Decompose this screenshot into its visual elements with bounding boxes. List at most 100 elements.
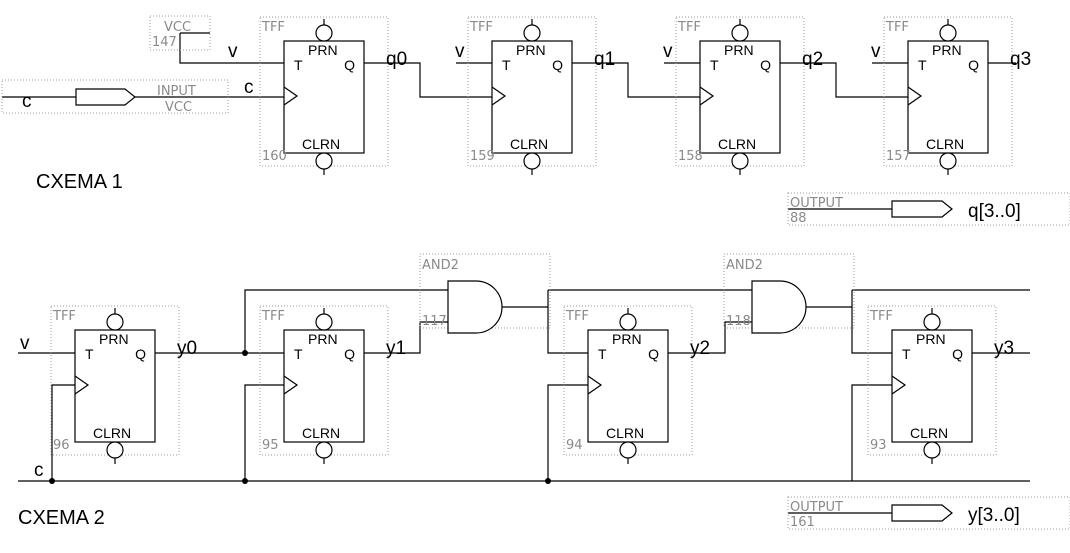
schema2-clk-0 (51, 384, 75, 481)
schema2-tff-2-prn-bubble (619, 313, 637, 331)
schema1-tff-3-type: TFF (885, 20, 909, 35)
schema1-tff-0-q-net: q0 (386, 49, 407, 70)
schema2-title: CXEMA 2 (18, 507, 105, 529)
input-pin-arrow (75, 88, 136, 106)
schema2-and2-1-id: 118 (726, 314, 751, 329)
schema2-tff-3-q-label: Q (952, 346, 963, 362)
schema2-tff-1-clrn-label: CLRN (302, 425, 340, 441)
schema2-tff-3-type: TFF (869, 309, 893, 324)
schema2-tff-1-clock-marker (283, 375, 299, 395)
schema1-tff-2-id: 158 (678, 149, 703, 164)
schema2-tff-0-id: 96 (53, 438, 70, 453)
schema2-tff-3-clrn-bubble (923, 441, 941, 459)
schema2-tff-2-clrn-label: CLRN (606, 425, 644, 441)
schema1-q-wire-2 (780, 62, 908, 98)
schema1-q-wire-1 (572, 62, 700, 98)
schema2-and2-1-type: AND2 (726, 258, 763, 273)
schema1-tff-0-prn-label: PRN (308, 42, 338, 58)
schema1-v-net-1: v (455, 41, 465, 62)
schema1-tff-2-type: TFF (677, 20, 701, 35)
schema1-tff-1-prn-bubble (523, 24, 541, 42)
schema2-tff-3-prn-label: PRN (916, 331, 946, 347)
schema2-tff-2-q-label: Q (648, 346, 659, 362)
schema2-tff-1-prn-bubble (315, 313, 333, 331)
schema2-tff-0-prn-bubble (106, 313, 124, 331)
schema2-tff-0-q-label: Q (135, 346, 146, 362)
schema1-tff-3-q-net: q3 (1010, 49, 1031, 70)
schema2-clk-3 (851, 384, 892, 481)
schema2-tff-3-id: 93 (870, 438, 887, 453)
schema1-tff-3-clrn-label: CLRN (926, 136, 964, 152)
schema1-tff-3-clock-marker (907, 86, 923, 106)
schema1-tff-3-t-label: T (918, 57, 927, 73)
schema2-tff-2-type: TFF (565, 309, 589, 324)
schema1-tff-1-prn-label: PRN (516, 42, 546, 58)
schema1-tff-1-q-net: q1 (594, 49, 615, 70)
junction-dot-3 (545, 478, 551, 484)
output2-label: OUTPUT (790, 500, 843, 515)
schema1-tff-0-clock-marker (283, 86, 299, 106)
schema2-and0-to-t2 (547, 290, 588, 354)
schema1-v-net-2: v (663, 41, 673, 62)
vcc-symbol-id: 147 (152, 35, 177, 50)
schema2-c-label: c (34, 460, 44, 481)
schema1-q-wire-0 (364, 62, 492, 98)
input-net-label: c (244, 77, 254, 98)
schema1-v-net-3: v (871, 41, 881, 62)
schema2-tff-1-frame (259, 305, 389, 456)
schema1-tff-2-clrn-label: CLRN (718, 136, 756, 152)
schema2-tff-3-clrn-label: CLRN (910, 425, 948, 441)
schema2-tff-2-body (587, 329, 669, 443)
input-pin-frame (1, 79, 229, 114)
schema2-tff-2-frame (563, 305, 693, 456)
schema1-tff-0-clrn-label: CLRN (302, 136, 340, 152)
schema2-tff-0-clock-marker (74, 375, 90, 395)
schema1-tff-2-prn-bubble (731, 24, 749, 42)
schema2-and2-0-body (447, 280, 503, 334)
schema2-tff-3-q-net: y3 (994, 338, 1014, 359)
schema2-tff-1-q-net: y1 (386, 338, 406, 359)
schema2-tff-1-q-label: Q (344, 346, 355, 362)
schema2-tff-0-clrn-label: CLRN (93, 425, 131, 441)
schema1-tff-2-t-label: T (710, 57, 719, 73)
output1-label: OUTPUT (790, 196, 843, 211)
schema2-clk-1 (244, 384, 284, 481)
output2-arrow (891, 504, 953, 522)
schema2-tff-0-frame (50, 305, 180, 456)
output1-name: q[3..0] (968, 201, 1021, 222)
schema1-tff-1-clrn-bubble (523, 152, 541, 170)
schema1-tff-2-q-label: Q (760, 57, 771, 73)
schema1-tff-1-frame (467, 16, 597, 167)
schema2-and2-1-body (751, 280, 807, 334)
schema2-tff-2-q-net: y2 (690, 338, 710, 359)
schema2-tff-1-id: 95 (262, 438, 279, 453)
schema1-v-net-0: v (228, 41, 238, 62)
schema2-tff-2-clock-marker (587, 375, 603, 395)
schema1-tff-0-type: TFF (261, 20, 285, 35)
input-pin-label: INPUT (157, 84, 196, 99)
output1-id: 88 (790, 211, 807, 226)
schema2-tff-0-clrn-bubble (106, 441, 124, 459)
schema1-tff-0-t-label: T (294, 57, 303, 73)
vcc-symbol-label: VCC (164, 20, 191, 35)
junction-dot-1 (49, 478, 55, 484)
schema2-tff-0-q-net: y0 (177, 338, 197, 359)
schema2-clk-2 (547, 384, 588, 481)
input-pin-default: VCC (165, 100, 192, 115)
schema2-tff-3-clock-marker (891, 375, 907, 395)
schema2-tff-1-t-label: T (294, 346, 303, 362)
schema1-tff-0-clrn-bubble (315, 152, 333, 170)
output2-id: 161 (790, 515, 815, 530)
schema2-y1-to-and (364, 321, 448, 354)
schema2-tff-2-id: 94 (566, 438, 583, 453)
schema1-tff-1-clrn-label: CLRN (510, 136, 548, 152)
vcc-symbol-frame (149, 15, 211, 51)
schema1-tff-1-q-label: Q (552, 57, 563, 73)
schema1-tff-0-id: 160 (262, 149, 287, 164)
schema1-tff-0-q-label: Q (344, 57, 355, 73)
wires (2, 32, 1030, 514)
schema2-tff-1-body (283, 329, 365, 443)
schema1-tff-1-clock-marker (491, 86, 507, 106)
schema1-tff-3-id: 157 (886, 149, 911, 164)
